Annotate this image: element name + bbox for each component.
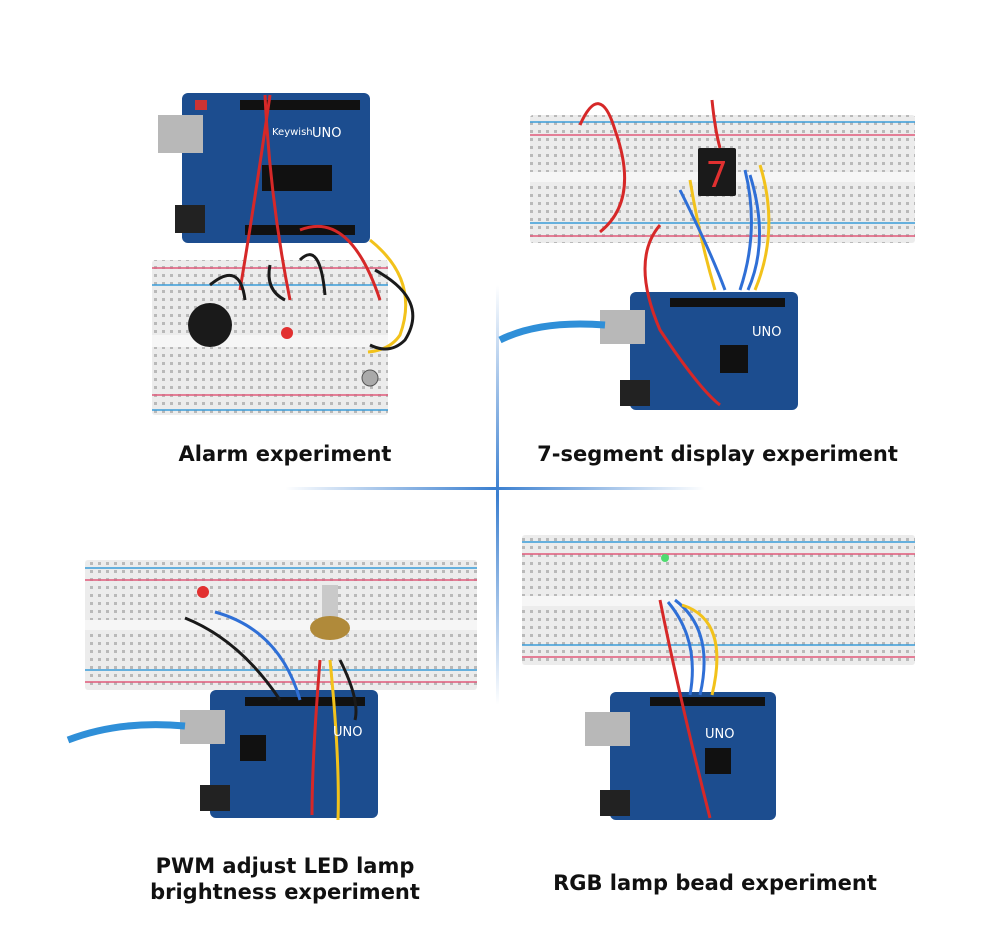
segment-experiment-photo: 7 UNO: [498, 99, 915, 410]
caption-segment: 7-segment display experiment: [537, 442, 898, 466]
breadboard: [85, 560, 477, 690]
board-brand-label: Keywish: [272, 127, 313, 138]
svg-text:7: 7: [706, 155, 728, 196]
horizontal-divider: [285, 487, 705, 490]
red-led: [281, 327, 293, 339]
caption-pwm-line2: brightness experiment: [150, 880, 420, 904]
wires: [658, 598, 719, 819]
buzzer: [188, 303, 232, 347]
board-uno-label: UNO: [312, 126, 341, 141]
potentiometer: [310, 585, 350, 640]
breadboard: [522, 535, 915, 665]
potentiometer: [361, 369, 379, 387]
board-uno-label: UNO: [752, 325, 781, 340]
seven-segment-display: 7: [698, 148, 736, 196]
arduino-board: [158, 93, 370, 243]
board-uno-label: UNO: [705, 727, 734, 742]
caption-rgb: RGB lamp bead experiment: [553, 871, 877, 895]
rgb-experiment-photo: UNO: [522, 535, 915, 820]
usb-cable: [66, 721, 186, 744]
caption-pwm-line1: PWM adjust LED lamp: [155, 854, 415, 878]
caption-pwm: PWM adjust LED lamp brightness experimen…: [130, 853, 440, 905]
arduino-board: [180, 690, 378, 818]
rgb-led: [661, 554, 669, 562]
usb-cable: [498, 320, 606, 344]
wires: [578, 99, 771, 407]
alarm-experiment-photo: Keywish UNO: [152, 93, 415, 415]
pwm-experiment-photo: UNO: [66, 560, 477, 821]
arduino-board: [585, 692, 776, 820]
arduino-board: [600, 292, 798, 410]
board-uno-label: UNO: [333, 725, 362, 740]
vertical-divider: [496, 285, 499, 705]
wires: [184, 610, 358, 821]
wires: [209, 94, 415, 354]
red-led: [197, 586, 209, 598]
caption-alarm: Alarm experiment: [178, 442, 392, 466]
